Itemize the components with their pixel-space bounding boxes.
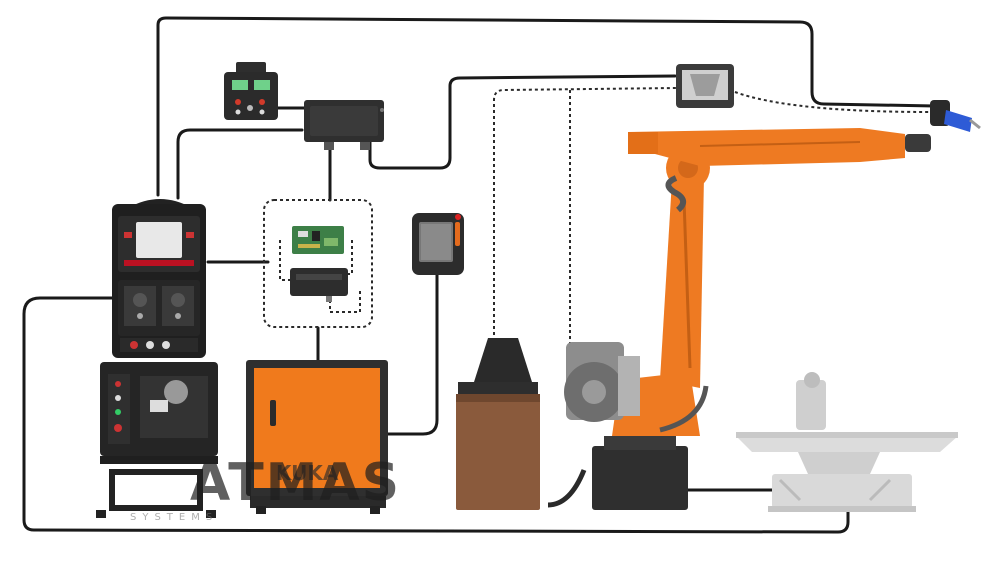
cooling-unit-icon xyxy=(96,362,218,518)
cable-power-to-interface xyxy=(176,128,304,200)
turntable-icon xyxy=(736,372,958,512)
cables xyxy=(22,16,937,534)
wire-feeder-icon xyxy=(676,64,734,108)
dashed-board-link xyxy=(279,240,292,281)
cable-ground-loop xyxy=(22,296,850,534)
dashed-cables xyxy=(263,87,931,345)
interface-board-enclosure xyxy=(263,199,373,328)
watermark: ATMAS SYSTEMS xyxy=(130,453,401,523)
circuit-board-icon xyxy=(290,226,348,302)
wire-drum-icon xyxy=(456,338,540,510)
controller-cabinet-icon: KUKA xyxy=(246,360,388,514)
junction-box-icon xyxy=(304,100,384,150)
cable-top-loop xyxy=(156,16,937,197)
dashed-wire-to-drum xyxy=(493,87,677,335)
controller-brand-label: KUKA xyxy=(276,461,339,485)
teach-pendant-icon xyxy=(412,213,464,275)
watermark-subtext: SYSTEMS xyxy=(130,512,218,523)
cable-interface-to-robot xyxy=(368,74,677,170)
welder-icon xyxy=(112,199,206,358)
watermark-text: ATMAS xyxy=(190,453,401,513)
robot-arm-icon xyxy=(547,128,931,510)
dashed-board-link-3 xyxy=(329,290,361,313)
cable-pendant-to-controller xyxy=(383,273,439,436)
remote-control-icon xyxy=(224,62,278,120)
welding-torch-icon xyxy=(930,100,981,132)
dashed-torch-line xyxy=(734,91,931,113)
